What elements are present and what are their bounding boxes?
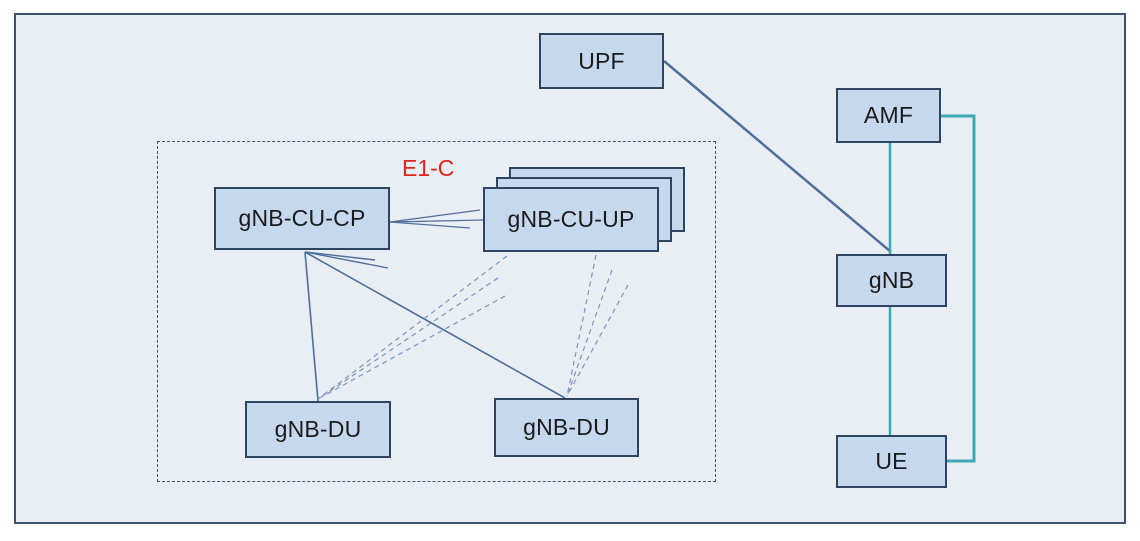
link-e1c-1 bbox=[389, 209, 481, 223]
link-f1u-right-3 bbox=[566, 284, 629, 397]
gnb-split-boundary bbox=[157, 141, 716, 482]
link-f1u-left-1 bbox=[317, 255, 508, 400]
ue-node[interactable]: UE bbox=[836, 435, 947, 488]
link-f1u-right-2 bbox=[566, 269, 613, 397]
link-e1c-3 bbox=[389, 221, 471, 229]
link-amf-ue bbox=[941, 114, 976, 463]
link-cucp-stub-1 bbox=[304, 251, 389, 269]
amf-node[interactable]: AMF bbox=[836, 88, 941, 143]
link-cucp-du-right bbox=[304, 251, 566, 399]
link-cucp-stub-2 bbox=[304, 251, 376, 261]
upf-node[interactable]: UPF bbox=[539, 33, 664, 89]
gnb-node[interactable]: gNB bbox=[836, 254, 947, 307]
link-f1u-right-1 bbox=[566, 254, 597, 397]
e1c-label: E1-C bbox=[402, 155, 455, 181]
link-e1c-2 bbox=[389, 219, 484, 223]
link-upf-gnb bbox=[663, 60, 892, 253]
gnb-du-right-node[interactable]: gNB-DU bbox=[494, 398, 639, 457]
link-f1u-left-2 bbox=[317, 277, 499, 400]
gnb-du-left-node[interactable]: gNB-DU bbox=[245, 401, 391, 458]
gnb-cu-up-node[interactable]: gNB-CU-UP bbox=[483, 187, 659, 252]
gnb-cu-cp-node[interactable]: gNB-CU-CP bbox=[214, 187, 390, 250]
link-cucp-du-left bbox=[304, 251, 319, 402]
